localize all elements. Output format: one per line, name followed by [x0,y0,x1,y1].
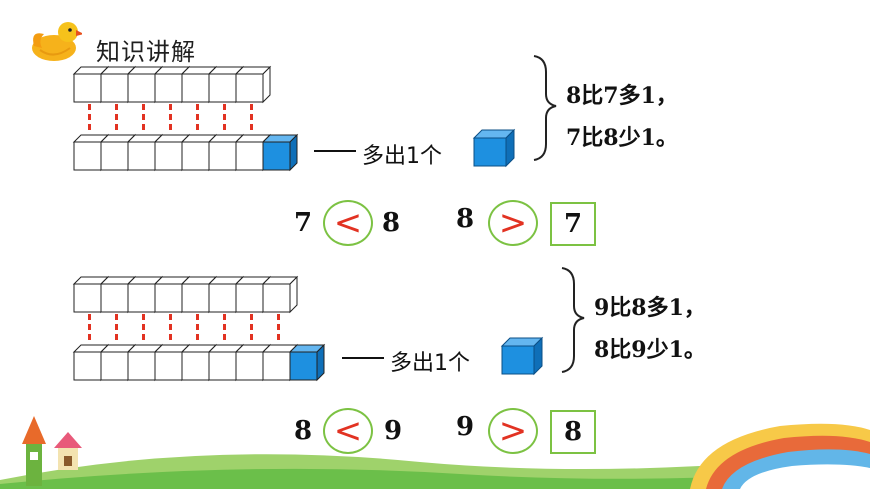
top-cube [261,275,299,314]
extra-blue-cube [261,133,299,172]
bottom-cube-row-1 [72,133,299,172]
extra-cube-icon-1 [472,128,516,168]
extra-cube-icon-2 [500,336,544,376]
compare-left-a-1: 7 [294,208,313,238]
match-lines-1 [88,104,253,132]
bracket-2 [561,267,585,373]
match-lines-2 [88,314,280,342]
less-than-symbol-1: < [333,203,363,243]
duck-icon [32,22,82,61]
statement-more-1: 8比7多1， [566,83,678,109]
greater-than-symbol-1: > [498,203,528,243]
top-cube-row-2 [72,275,299,314]
answer-box-1: 7 [550,202,596,246]
compare-right-a-1: 8 [456,204,475,234]
bracket-1 [533,55,557,161]
page-title: 知识讲解 [96,38,196,66]
compare-right-a-2: 9 [456,412,475,442]
greater-than-circle-1: > [488,200,538,246]
extra-blue-cube [288,343,326,382]
greater-than-symbol-2: > [498,411,528,451]
bottom-cube [126,343,164,382]
top-cube [234,65,272,104]
compare-left-b-1: 8 [382,208,401,238]
answer-value-2: 8 [563,417,583,447]
compare-left-a-2: 8 [294,416,313,446]
greater-than-circle-2: > [488,408,538,454]
house-icon [54,432,82,470]
compare-left-b-2: 9 [384,416,403,446]
less-than-circle-2: < [323,408,373,454]
more-label-2: 多出1个 [390,351,470,376]
less-than-symbol-2: < [333,411,363,451]
more-label-1: 多出1个 [362,144,442,169]
top-cube-row-1 [72,65,272,104]
answer-box-2: 8 [550,410,596,454]
statement-more-2: 9比8多1， [594,295,706,321]
tower-icon [22,416,46,486]
bottom-cube-row-2 [72,343,326,382]
less-than-circle-1: < [323,200,373,246]
statement-less-2: 8比9少1。 [594,337,706,363]
statement-less-1: 7比8少1。 [566,125,678,151]
answer-value-1: 7 [563,209,583,239]
rainbow-landscape [0,423,870,489]
